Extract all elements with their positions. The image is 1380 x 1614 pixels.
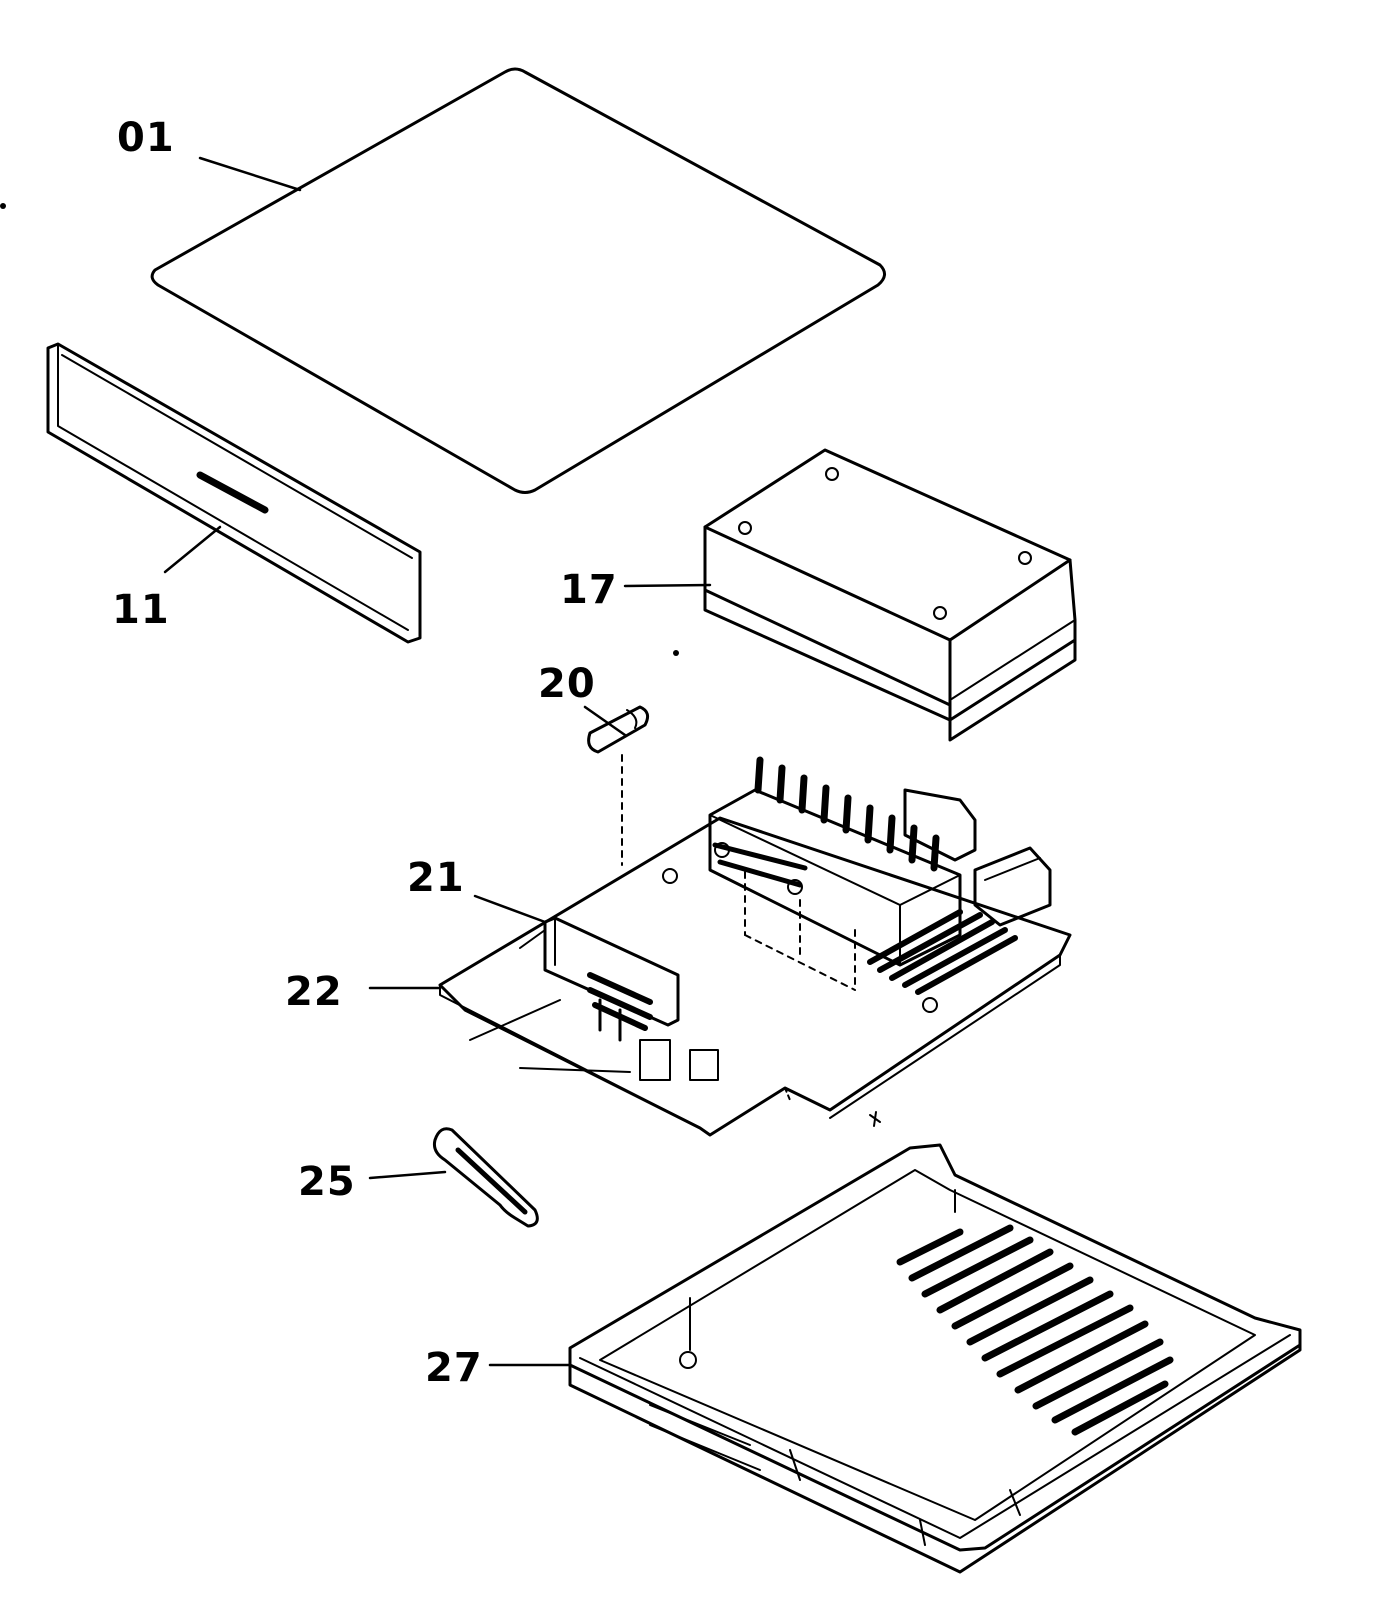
callout-main-board: 22 xyxy=(285,969,343,1015)
front-panel xyxy=(46,342,422,644)
callout-bracket: 21 xyxy=(407,855,465,901)
callout-strap: 25 xyxy=(298,1159,356,1205)
power-module xyxy=(703,448,1077,742)
callout-bottom-case: 27 xyxy=(425,1345,483,1391)
leader-lines xyxy=(163,156,712,1367)
bottom-case xyxy=(568,1143,1302,1574)
callout-power-module: 17 xyxy=(560,567,618,613)
callout-front-panel: 11 xyxy=(112,587,170,633)
top-cover xyxy=(150,67,886,494)
callout-top-cover: 01 xyxy=(117,115,175,161)
bracket xyxy=(519,916,680,1042)
callout-small-pin: 20 xyxy=(538,661,596,707)
heatsink xyxy=(708,756,977,991)
small-pin xyxy=(587,705,650,866)
main-board xyxy=(438,816,1072,1137)
strap xyxy=(433,1127,539,1228)
